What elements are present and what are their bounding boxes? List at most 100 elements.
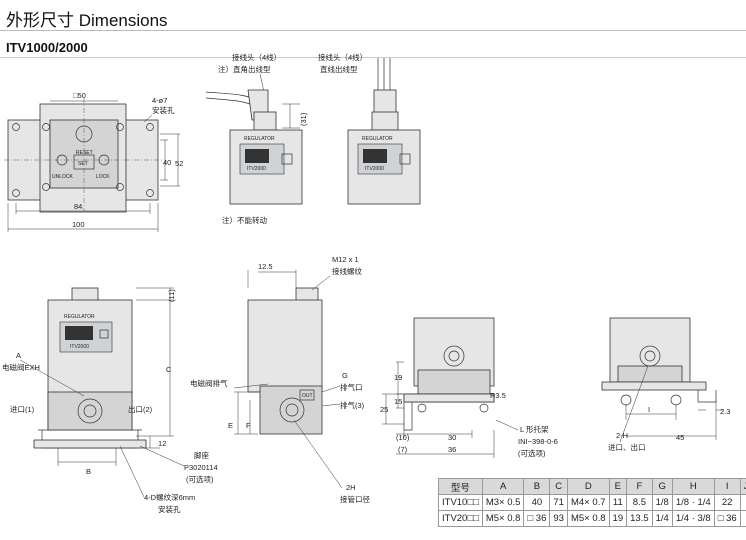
m12-note: 接线螺纹: [332, 266, 362, 276]
front-display-title: REGULATOR: [64, 314, 95, 320]
table-cell: [739, 510, 746, 527]
m12-label: M12 x 1: [332, 255, 359, 264]
table-cell: [739, 494, 746, 511]
table-cell: ITV10□□: [438, 494, 483, 511]
dim-19: 19: [394, 373, 402, 382]
dim-31: (31): [299, 112, 308, 126]
table-cell: 13.5: [626, 510, 653, 527]
mount-hole-itr: [116, 123, 124, 131]
table-cell: M4× 0.7: [566, 494, 610, 511]
l-bracket-part: INI−398-0-6: [518, 437, 558, 446]
model-title: ITV1000/2000: [6, 40, 88, 55]
table-cell: 40: [523, 494, 551, 511]
col-g: G: [651, 478, 673, 495]
l-bracket-1: [403, 393, 495, 403]
exh-label: 电磁阀EXH: [2, 362, 40, 372]
dim-40: 40: [163, 158, 171, 167]
right-angle-label1: 接线头（4线）: [232, 52, 281, 62]
dim-11: (11): [167, 289, 176, 302]
led-digits-st: [363, 149, 387, 163]
l-bracket-2: [601, 381, 707, 391]
e-label: E: [228, 421, 233, 430]
regulator-body-side: [247, 299, 323, 393]
f-label: F: [246, 421, 251, 430]
square-dim-label: □50: [73, 91, 86, 100]
table-cell: 93: [549, 510, 568, 527]
bracket-part: P3020114: [184, 463, 218, 472]
hole-label: 4-D螺纹深6mm: [144, 492, 195, 502]
table-cell: 11: [608, 494, 628, 511]
table-cell: M3× 0.5: [481, 494, 525, 511]
table-cell: 1/4: [651, 510, 673, 527]
display-title-ra: REGULATOR: [244, 136, 275, 142]
col-c: C: [549, 478, 568, 495]
dim-B: B: [86, 467, 91, 476]
dim-12-5: 12.5: [258, 262, 273, 271]
dim-52: 52: [175, 159, 183, 168]
dim-45: 45: [676, 433, 684, 442]
dim-100: 100: [72, 220, 85, 229]
exhaust3-label: 排气(3): [340, 400, 365, 410]
hole-note: 安装孔: [158, 504, 181, 514]
model-divider: [0, 57, 746, 58]
display-model-ra: ITV2000: [247, 166, 266, 172]
table-row: ITV10□□ M3× 0.5 40 71 M4× 0.7 11 8.5 1/8…: [438, 494, 746, 511]
panel-unlock-label: UNLOCK: [52, 174, 74, 180]
side-port-ring: [279, 397, 305, 423]
r35-label: R3.5: [490, 391, 506, 400]
dim-I: I: [648, 405, 650, 414]
dim-7: (7): [398, 445, 408, 454]
table-cell: M5× 0.8: [481, 510, 525, 527]
table-cell: 71: [549, 494, 568, 511]
table-cell: 19: [608, 510, 628, 527]
g-label: G: [342, 371, 348, 380]
dim-12: 12: [158, 439, 166, 448]
col-j: J: [739, 478, 746, 495]
valve-exhaust-label: 电磁阀排气: [190, 378, 228, 388]
mount-hole-br: [146, 189, 154, 197]
straight-label1: 接线头（4线）: [318, 52, 367, 62]
col-model: 型号: [438, 478, 483, 495]
mount-hole-itl: [42, 123, 50, 131]
page-title: 外形尺寸 Dimensions: [6, 11, 168, 30]
dim-15: 15: [394, 397, 402, 406]
mount-hole-ibl: [42, 183, 50, 191]
out-label: 出口(2): [128, 404, 153, 414]
panel-lock-label: LOCK: [96, 174, 110, 180]
dim-25: 25: [380, 405, 388, 414]
dim-C: C: [166, 365, 172, 374]
side-view: OUT 12.5 M12 x 1 接线螺纹 电磁阀排气 G 排气口 排气(3) …: [190, 255, 370, 504]
dim-2-3: 2.3: [720, 407, 730, 416]
display-title-st: REGULATOR: [362, 136, 393, 142]
rotation-note: 注）不能转动: [222, 215, 267, 225]
mount-hole-ibr: [116, 183, 124, 191]
table-row: ITV20□□ M5× 0.8 □ 36 93 M5× 0.8 19 13.5 …: [438, 510, 746, 527]
col-b: B: [523, 478, 551, 495]
mount-hole-label: 4-ø7: [152, 96, 167, 105]
side-out-label: OUT: [302, 393, 313, 399]
display-model-st: ITV2000: [365, 166, 384, 172]
led-digits-ra: [245, 149, 269, 163]
bracket-label: 脚座: [194, 450, 209, 460]
bracket-view-1: 19 15 25 (10) 30 (7) 36 R3.5 L 形托架 INI−3…: [380, 317, 558, 458]
dimension-table: 型号 A B C D E F G H I J ITV10□□ M3× 0.5 4…: [438, 478, 746, 527]
dim-30: 30: [448, 433, 456, 442]
a-label: A: [16, 351, 21, 360]
table-cell: 8.5: [626, 494, 653, 511]
mount-bracket: [33, 439, 147, 449]
bracket-view-2: I 2.3 2-H 进口、出口 45: [601, 317, 730, 452]
bracket-opt: (可选项): [186, 474, 214, 484]
port-2h-label: 2H: [346, 483, 356, 492]
top-view: RESET SET UNLOCK LOCK □50 4-ø7 安装孔 84 10…: [4, 91, 183, 232]
dim-2h-note: 进口、出口: [608, 442, 646, 452]
right-angle-connector-view: 接线头（4线） 注）直角出线型 REGULATOR ITV2000 (31) 注…: [205, 52, 308, 225]
col-f: F: [626, 478, 653, 495]
col-h: H: [671, 478, 715, 495]
col-i: I: [713, 478, 741, 495]
col-e: E: [608, 478, 628, 495]
title-divider: [0, 30, 746, 31]
table-cell: 22: [713, 494, 741, 511]
panel-set-label: SET: [78, 161, 88, 167]
port-note: 接管口径: [340, 494, 370, 504]
